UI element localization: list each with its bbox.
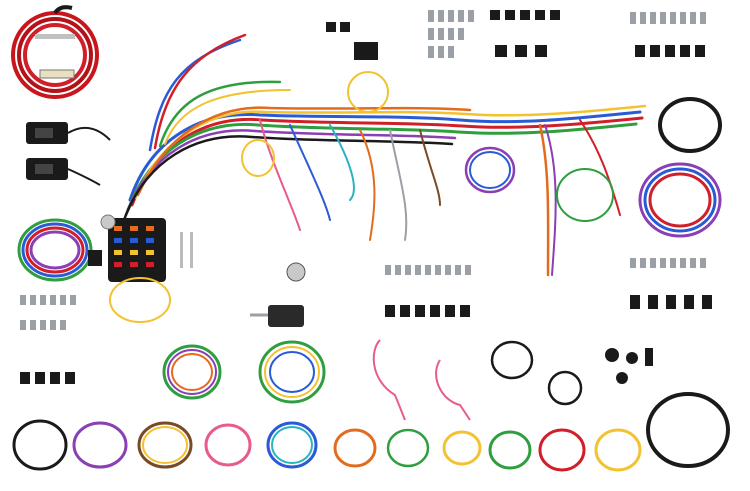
harness-coil-right <box>556 97 722 238</box>
harness-coil-purple <box>464 146 516 194</box>
harness-coil-left <box>17 218 102 282</box>
grommets <box>605 348 653 384</box>
yellow-wire-loops <box>109 71 389 323</box>
fusible-link-holders <box>26 122 111 186</box>
battery-cable-coil <box>11 5 99 99</box>
terminal-parts-middle <box>20 258 706 330</box>
coils-middle-row <box>162 339 583 421</box>
main-harness-bundle <box>122 33 647 277</box>
terminal-parts-top <box>428 10 706 58</box>
fuse-box <box>100 214 166 282</box>
connectors-middle <box>20 295 712 384</box>
connectors-top <box>326 10 705 60</box>
switches <box>180 232 306 327</box>
coils-bottom-row <box>12 392 730 472</box>
